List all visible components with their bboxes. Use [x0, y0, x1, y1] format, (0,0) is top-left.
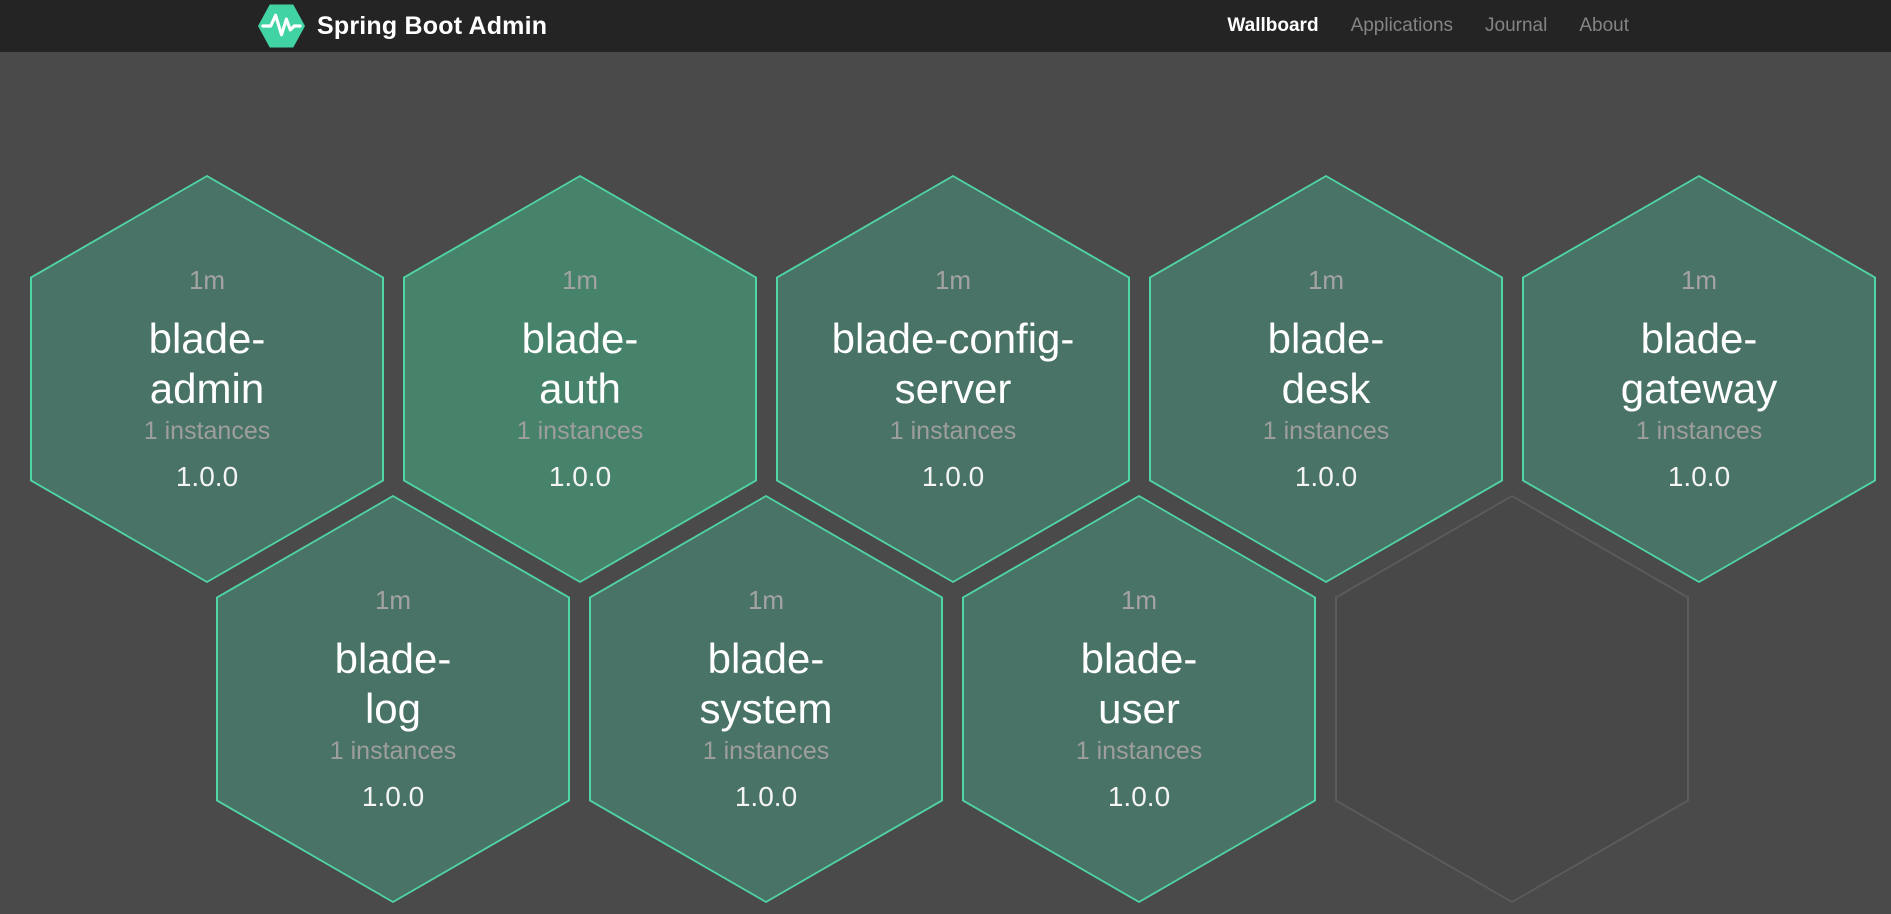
- app-name-line: blade-: [1640, 315, 1758, 362]
- tile-app-name: blade-desk: [1268, 314, 1385, 414]
- tile-uptime: 1m: [374, 585, 412, 615]
- app-name-line: server: [894, 365, 1012, 412]
- tile-uptime: 1m: [747, 585, 785, 615]
- hexagon-fill: 1m blade-log 1 instances 1.0.0: [218, 497, 568, 901]
- brand: Spring Boot Admin: [258, 4, 547, 48]
- tile-uptime: 1m: [188, 265, 226, 295]
- tile-version: 1.0.0: [734, 781, 798, 812]
- spring-boot-admin-logo-icon: [258, 4, 305, 48]
- app-name-line: blade-: [1080, 635, 1198, 682]
- tile-app-name: blade-admin: [149, 314, 266, 414]
- tile-version: 1.0.0: [921, 461, 985, 492]
- app-tile-blade-config-server[interactable]: 1m blade-config-server 1 instances 1.0.0: [776, 175, 1130, 583]
- tile-uptime: 1m: [1680, 265, 1718, 295]
- tile-app-name: blade-system: [699, 634, 832, 734]
- app-tile-blade-gateway[interactable]: 1m blade-gateway 1 instances 1.0.0: [1522, 175, 1876, 583]
- app-tile-blade-auth[interactable]: 1m blade-auth 1 instances 1.0.0: [403, 175, 757, 583]
- tile-instances: 1 instances: [1262, 417, 1390, 445]
- tile-version: 1.0.0: [548, 461, 612, 492]
- app-tile-blade-admin[interactable]: 1m blade-admin 1 instances 1.0.0: [30, 175, 384, 583]
- nav-item-about[interactable]: About: [1579, 15, 1629, 36]
- app-name-line: user: [1098, 685, 1180, 732]
- tile-instances: 1 instances: [702, 737, 830, 765]
- app-title: Spring Boot Admin: [317, 11, 548, 40]
- tile-instances: 1 instances: [1075, 737, 1203, 765]
- app-name-line: blade-config-: [831, 315, 1075, 362]
- tile-uptime: 1m: [1120, 585, 1158, 615]
- hexagon-fill: 1m blade-desk 1 instances 1.0.0: [1151, 177, 1501, 581]
- empty-hexagon-placeholder: [1335, 495, 1689, 903]
- app-tile-blade-system[interactable]: 1m blade-system 1 instances 1.0.0: [589, 495, 943, 903]
- tile-app-name: blade-gateway: [1621, 314, 1777, 414]
- hexagon-fill: 1m blade-user 1 instances 1.0.0: [964, 497, 1314, 901]
- app-tile-blade-desk[interactable]: 1m blade-desk 1 instances 1.0.0: [1149, 175, 1503, 583]
- tile-uptime: 1m: [1307, 265, 1345, 295]
- hexagon-fill: [1337, 497, 1687, 901]
- tile-version: 1.0.0: [361, 781, 425, 812]
- nav-item-applications[interactable]: Applications: [1350, 15, 1454, 36]
- tile-app-name: blade-log: [335, 634, 452, 734]
- app-name-line: admin: [149, 365, 265, 412]
- tile-instances: 1 instances: [1635, 417, 1763, 445]
- wallboard-canvas: 1m blade-admin 1 instances 1.0.0 1m blad…: [0, 52, 1891, 914]
- app-tile-blade-log[interactable]: 1m blade-log 1 instances 1.0.0: [216, 495, 570, 903]
- tile-version: 1.0.0: [175, 461, 239, 492]
- tile-uptime: 1m: [561, 265, 599, 295]
- tile-app-name: blade-user: [1081, 634, 1198, 734]
- tile-app-name: blade-auth: [522, 314, 639, 414]
- app-tile-blade-user[interactable]: 1m blade-user 1 instances 1.0.0: [962, 495, 1316, 903]
- app-name-line: desk: [1281, 365, 1371, 412]
- app-name-line: blade-: [1267, 315, 1385, 362]
- hexagon-fill: 1m blade-system 1 instances 1.0.0: [591, 497, 941, 901]
- app-name-line: blade-: [334, 635, 452, 682]
- tile-instances: 1 instances: [889, 417, 1017, 445]
- tile-uptime: 1m: [934, 265, 972, 295]
- nav-item-wallboard[interactable]: Wallboard: [1227, 15, 1319, 36]
- hexagon-fill: 1m blade-gateway 1 instances 1.0.0: [1524, 177, 1874, 581]
- app-name-line: auth: [539, 365, 621, 412]
- app-name-line: blade-: [521, 315, 639, 362]
- tile-instances: 1 instances: [143, 417, 271, 445]
- tile-instances: 1 instances: [516, 417, 644, 445]
- tile-instances: 1 instances: [329, 737, 457, 765]
- top-navbar: Spring Boot Admin Wallboard Applications…: [0, 0, 1891, 52]
- app-name-line: log: [364, 685, 422, 732]
- app-name-line: blade-: [148, 315, 266, 362]
- app-name-line: gateway: [1620, 365, 1778, 412]
- tile-version: 1.0.0: [1294, 461, 1358, 492]
- tile-app-name: blade-config-server: [832, 314, 1075, 414]
- tile-version: 1.0.0: [1107, 781, 1171, 812]
- app-name-line: system: [699, 685, 833, 732]
- app-name-line: blade-: [707, 635, 825, 682]
- main-nav: Wallboard Applications Journal About: [1227, 15, 1629, 37]
- nav-item-journal[interactable]: Journal: [1485, 15, 1548, 36]
- tile-version: 1.0.0: [1667, 461, 1731, 492]
